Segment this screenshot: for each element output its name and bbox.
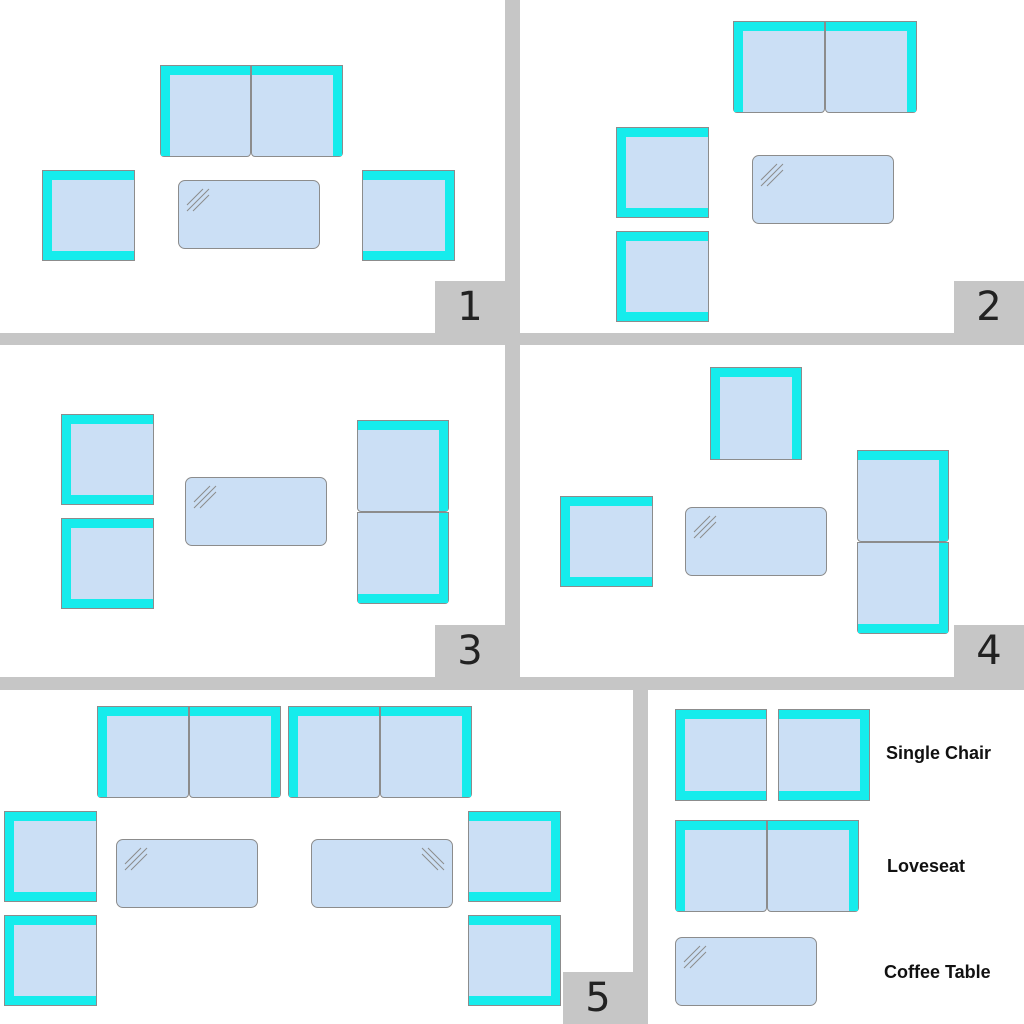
coffee-table bbox=[185, 477, 327, 546]
loveseat-a-seat-right bbox=[189, 706, 281, 798]
coffee-table-left bbox=[116, 839, 258, 908]
single-chair-right bbox=[362, 170, 455, 261]
layout-number-2: 2 bbox=[954, 281, 1024, 333]
layout-number-4: 4 bbox=[954, 625, 1024, 677]
single-chair-bottom bbox=[616, 231, 709, 322]
glare-icon bbox=[193, 485, 217, 509]
legend-loveseat-left bbox=[675, 820, 767, 912]
legend-loveseat-right bbox=[767, 820, 859, 912]
single-chair-left-bottom bbox=[4, 915, 97, 1006]
glare-icon bbox=[683, 945, 707, 969]
layout-number-3: 3 bbox=[435, 625, 505, 677]
single-chair-top bbox=[710, 367, 802, 460]
loveseat-seat-right bbox=[825, 21, 917, 113]
glare-icon bbox=[760, 163, 784, 187]
loveseat-seat-bottom bbox=[857, 542, 949, 634]
loveseat-b-seat-left bbox=[288, 706, 380, 798]
coffee-table bbox=[178, 180, 320, 249]
glare-icon bbox=[124, 847, 148, 871]
loveseat-seat-left bbox=[160, 65, 251, 157]
glare-icon bbox=[186, 188, 210, 212]
single-chair-right-bottom bbox=[468, 915, 561, 1006]
legend-panel: Single Chair Loveseat Coffee Table bbox=[648, 690, 1024, 1024]
single-chair-right-top bbox=[468, 811, 561, 902]
legend-label-loveseat: Loveseat bbox=[887, 856, 966, 876]
single-chair-left bbox=[42, 170, 135, 261]
loveseat-seat-left bbox=[733, 21, 825, 113]
loveseat-a-seat-left bbox=[97, 706, 189, 798]
loveseat-seat-bottom bbox=[357, 512, 449, 604]
coffee-table bbox=[752, 155, 894, 224]
layout-panel-3: 3 bbox=[0, 345, 505, 677]
glare-icon bbox=[693, 515, 717, 539]
legend-coffee-table bbox=[675, 937, 817, 1006]
legend-single-chair-right bbox=[778, 709, 870, 801]
coffee-table bbox=[685, 507, 827, 576]
single-chair-left bbox=[560, 496, 653, 587]
coffee-table-right bbox=[311, 839, 453, 908]
glare-icon bbox=[421, 847, 445, 871]
loveseat-seat-top bbox=[857, 450, 949, 542]
single-chair-top bbox=[61, 414, 154, 505]
legend-label-coffee-table: Coffee Table bbox=[884, 962, 991, 982]
legend-label-single-chair: Single Chair bbox=[886, 743, 992, 763]
loveseat-seat-right bbox=[251, 65, 343, 157]
legend-single-chair-left bbox=[675, 709, 767, 801]
loveseat-b-seat-right bbox=[380, 706, 472, 798]
layout-panel-2: 2 bbox=[520, 0, 1024, 333]
layout-number-1: 1 bbox=[435, 281, 505, 333]
single-chair-top bbox=[616, 127, 709, 218]
single-chair-bottom bbox=[61, 518, 154, 609]
layout-panel-5: 5 bbox=[0, 690, 633, 1024]
layout-panel-1: 1 bbox=[0, 0, 505, 333]
single-chair-left-top bbox=[4, 811, 97, 902]
layout-panel-4: 4 bbox=[520, 345, 1024, 677]
layout-number-5: 5 bbox=[563, 972, 633, 1024]
loveseat-seat-top bbox=[357, 420, 449, 512]
